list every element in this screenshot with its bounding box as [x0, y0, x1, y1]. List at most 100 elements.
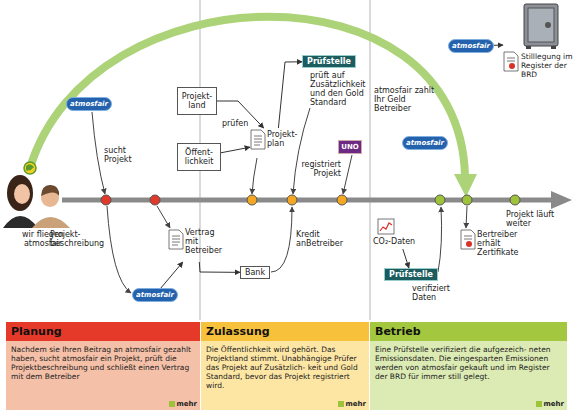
travellers-illustration: [3, 162, 70, 228]
safe-handle: [545, 22, 551, 28]
milestone-dot: [510, 195, 520, 205]
node-text: atmosfair: [449, 40, 493, 52]
leader-line: [438, 207, 442, 272]
paper: [251, 130, 265, 149]
more-link: mehr: [169, 400, 197, 408]
panel-body: Nachdem sie Ihren Beitrag an atmosfair g…: [6, 341, 200, 385]
annotation-label: sucht Projekt: [104, 146, 144, 164]
body: [3, 216, 38, 228]
node-text: atmosfair: [403, 137, 447, 149]
milestone-dot: [150, 195, 160, 205]
seal: [509, 63, 515, 69]
timeline-arrowhead: [551, 191, 572, 209]
node-text: Stilllegung im Register der BRD: [521, 52, 573, 79]
safe-foot: [526, 46, 531, 49]
node-text: Prüfstelle: [303, 56, 355, 67]
node-text: CO₂-Daten: [373, 237, 424, 246]
annotation-label: Kredit anBetreiber: [296, 230, 348, 248]
atmosfair-logo: atmosfair: [402, 136, 448, 150]
node-text: atmosfair: [133, 289, 177, 301]
milestone-dot: [462, 195, 472, 205]
paper: [461, 230, 475, 249]
contract-node: Vertrag mit Betreiber: [168, 226, 228, 262]
leader-line: [157, 206, 170, 228]
leader-line: [252, 158, 257, 194]
leader-lines: [92, 108, 467, 293]
flow-arrow: [199, 262, 240, 272]
more-link: mehr: [536, 400, 564, 408]
annotation-label: prüft auf Zusätzlichkeit und den Gold St…: [310, 71, 372, 107]
text-lines: [507, 58, 515, 61]
annotation-label: Projekt- beschreibung: [50, 230, 108, 248]
hair: [41, 185, 59, 196]
node-text: Projekt- land: [180, 92, 214, 110]
panel-body: Die Öffentlichkeit wird gehört. Das Proj…: [201, 341, 369, 394]
text-lines: [464, 236, 472, 239]
bank-box: Bank: [240, 266, 270, 279]
annotation-label: registriert Projekt: [292, 160, 341, 178]
leader-line: [107, 206, 131, 293]
hair: [7, 175, 33, 211]
panel-heading: Zulassung: [201, 322, 369, 341]
text-lines: [254, 136, 262, 145]
leader-line: [343, 155, 352, 194]
node-text: Projekt- plan: [267, 130, 304, 148]
certificate-icon: [504, 52, 518, 71]
flow-arrow: [494, 45, 503, 46]
data-chart: CO₂-Daten: [372, 219, 424, 249]
document-icon: [169, 230, 183, 249]
timeline: [62, 198, 553, 203]
chart-frame: [378, 219, 394, 234]
safe-door: [528, 8, 554, 42]
money-flow-arc: [30, 17, 465, 176]
text-lines: [172, 236, 180, 245]
annotation-label: verifiziert Daten: [412, 284, 458, 302]
phase-divider: [370, 0, 371, 320]
milestone-dot: [287, 195, 297, 205]
node-text: Bertreiber erhält Zertifikate: [477, 230, 530, 257]
atmosfair-logo: atmosfair: [448, 39, 494, 53]
milestone-dot: [247, 195, 257, 205]
panel-heading: Planung: [6, 322, 200, 341]
atmosfair-logo: atmosfair: [66, 97, 112, 111]
safe-foot: [551, 46, 556, 49]
registry-box: UNO: [338, 140, 362, 154]
milestone-dot: [101, 195, 111, 205]
milestone-dot: [337, 195, 347, 205]
node-text: Bank: [245, 268, 265, 277]
more-link: mehr: [338, 400, 366, 408]
party-box: Öffent- lichkeit: [177, 143, 221, 171]
annotation-label: prüfen: [222, 119, 252, 128]
party-box: Projekt- land: [177, 87, 217, 115]
document-icons: [169, 52, 518, 249]
annotation-label: atmosfair zahlt Ihr Geld Betreiber: [374, 86, 436, 113]
node-text: Vertrag mit Betreiber: [185, 228, 228, 255]
leader-line: [271, 207, 292, 272]
panel-heading: Betrieb: [370, 322, 567, 341]
phase-panel: BetriebEine Prüfstelle verifiziert die a…: [370, 322, 567, 410]
leader-line: [92, 112, 105, 194]
body: [32, 217, 70, 228]
chart-icon: [378, 219, 394, 234]
safe-body: [524, 4, 558, 46]
register-safe: Stilllegung im Register der BRD: [503, 2, 573, 86]
node-text: Prüfstelle: [385, 269, 437, 280]
milestone-dot: [435, 195, 445, 205]
globe-icon: [26, 164, 34, 170]
timeline-dots: [101, 195, 520, 205]
document-icon: [248, 130, 265, 152]
globe-icon: [24, 162, 36, 174]
money-flow-arrowhead: [454, 174, 477, 197]
node-text: atmosfair: [67, 98, 111, 110]
safe-illustration: [524, 4, 558, 49]
flow-arrow: [217, 101, 264, 128]
document-node: Projekt- plan: [250, 128, 304, 156]
node-text: UNO: [339, 141, 361, 153]
leader-line: [293, 108, 310, 194]
panel-body: Eine Prüfstelle verifiziert die aufgezei…: [370, 341, 567, 385]
leader-line: [466, 206, 467, 228]
phase-panel: ZulassungDie Öffentlichkeit wird gehört.…: [201, 322, 369, 410]
chart-line: [380, 223, 392, 231]
